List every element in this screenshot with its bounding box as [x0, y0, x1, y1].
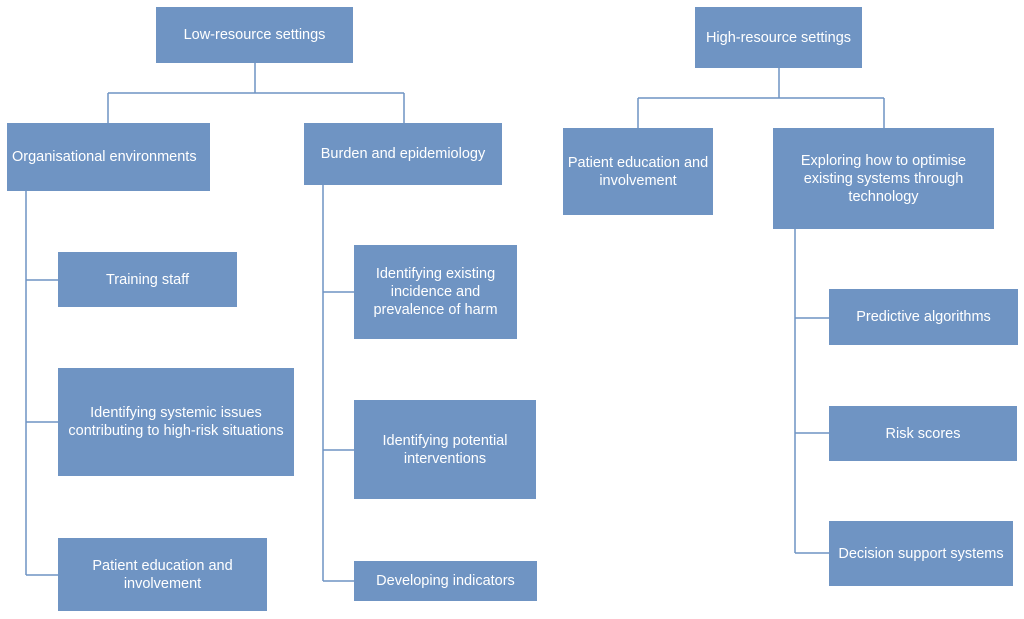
- high-patient-education-node: Patient education and involvement: [563, 128, 713, 215]
- connector-tech-children: [794, 229, 829, 554]
- low-patient-education-node: Patient education and involvement: [58, 538, 267, 611]
- potential-interventions-label: Identifying potential interventions: [382, 432, 508, 467]
- connector-org-children: [25, 191, 58, 576]
- organisational-environments-node: Organisational environments: [7, 123, 210, 191]
- incidence-prevalence-label: Identifying existing incidence and preva…: [373, 266, 498, 318]
- connector-high-root: [637, 68, 885, 128]
- connector-burden-children: [322, 185, 354, 582]
- low-patient-education-label: Patient education and involvement: [92, 557, 233, 592]
- low-resource-settings-label: Low-resource settings: [183, 27, 326, 43]
- risk-scores-label: Risk scores: [885, 425, 961, 442]
- decision-support-systems-label: Decision support systems: [838, 545, 1004, 562]
- connector-low-root: [107, 63, 405, 123]
- risk-scores-node: Risk scores: [829, 406, 1017, 461]
- low-resource-settings-node: Low-resource settings: [156, 7, 353, 63]
- developing-indicators-label: Developing indicators: [376, 573, 515, 589]
- predictive-algorithms-node: Predictive algorithms: [829, 289, 1018, 345]
- high-resource-settings-label: High-resource settings: [705, 29, 852, 46]
- potential-interventions-node: Identifying potential interventions: [354, 400, 536, 499]
- burden-epidemiology-label: Burden and epidemiology: [320, 146, 486, 162]
- incidence-prevalence-node: Identifying existing incidence and preva…: [354, 245, 517, 339]
- organisational-environments-label: Organisational environments: [12, 149, 197, 165]
- optimise-technology-label: Exploring how to optimise existing syste…: [800, 152, 967, 205]
- decision-support-systems-node: Decision support systems: [829, 521, 1013, 586]
- high-patient-education-label: Patient education and involvement: [567, 154, 709, 189]
- burden-epidemiology-node: Burden and epidemiology: [304, 123, 502, 185]
- systemic-issues-label: Identifying systemic issues contributing…: [68, 405, 284, 439]
- systemic-issues-node: Identifying systemic issues contributing…: [58, 368, 294, 476]
- predictive-algorithms-label: Predictive algorithms: [856, 309, 991, 325]
- training-staff-label: Training staff: [105, 271, 189, 288]
- high-resource-settings-node: High-resource settings: [695, 7, 862, 68]
- training-staff-node: Training staff: [58, 252, 237, 307]
- optimise-technology-node: Exploring how to optimise existing syste…: [773, 128, 994, 229]
- developing-indicators-node: Developing indicators: [354, 561, 537, 601]
